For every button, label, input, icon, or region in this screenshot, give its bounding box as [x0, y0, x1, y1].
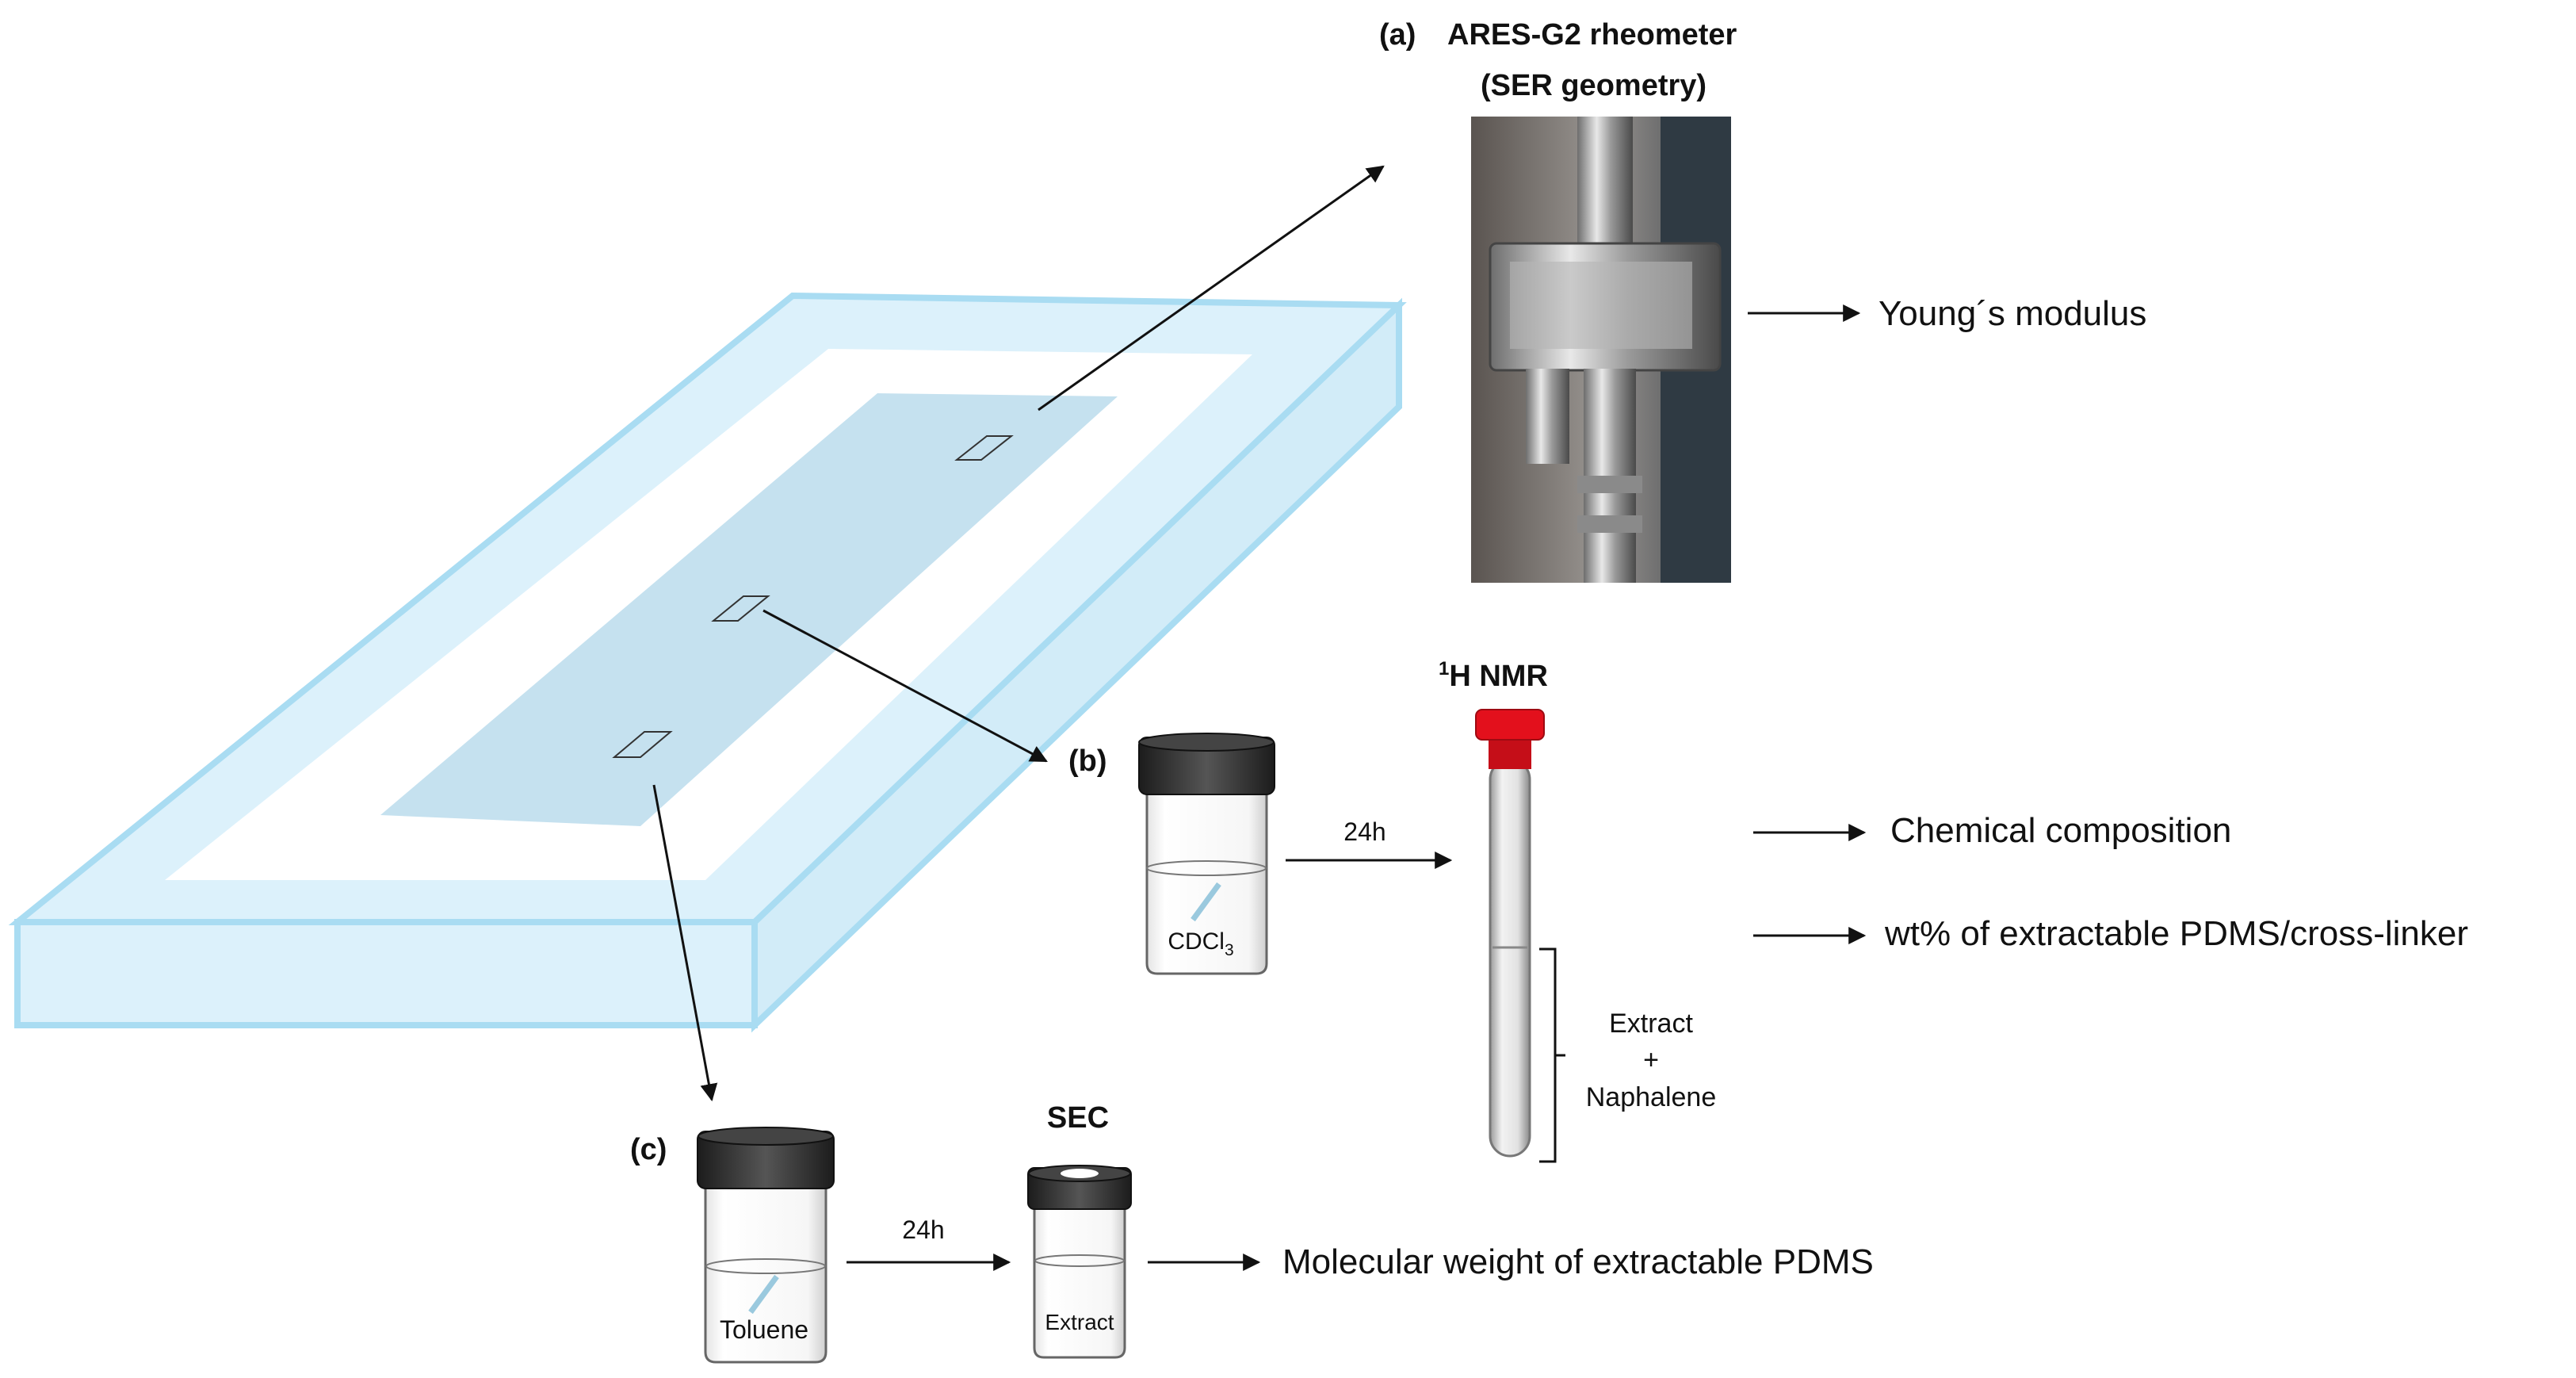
sec-title: SEC — [1047, 1101, 1109, 1135]
arrow-to-toluene-vial — [652, 784, 718, 1102]
nmr-time-label: 24h — [1343, 817, 1385, 846]
arrow-to-rheometer — [1038, 165, 1385, 411]
chemical-composition-label: Chemical composition — [1890, 811, 2231, 850]
youngs-modulus-label: Young´s modulus — [1878, 294, 2146, 333]
panel-b-tag: (b) — [1068, 745, 1107, 778]
extract-bracket — [1539, 947, 1557, 1163]
nmr-tube — [1475, 709, 1545, 1158]
molecular-weight-label: Molecular weight of extractable PDMS — [1282, 1242, 1874, 1281]
sample-cut-bottom — [612, 731, 673, 758]
toluene-label: Toluene — [720, 1315, 808, 1344]
nmr-tube-cap — [1489, 737, 1531, 769]
sec-time-label: 24h — [902, 1215, 944, 1244]
sec-vial: Extract — [1027, 1165, 1132, 1359]
panel-c-tag: (c) — [630, 1133, 667, 1166]
sample-cut-top — [954, 435, 1014, 461]
tube-label-plus: + — [1643, 1045, 1659, 1075]
mold — [8, 292, 1407, 1033]
mold-front-face — [14, 919, 758, 1028]
nmr-title: 1H NMR — [1439, 658, 1548, 693]
wt-extractable-label: wt% of extractable PDMS/cross-linker — [1884, 914, 2468, 953]
polymer-film — [380, 393, 1118, 826]
tube-label-extract: Extract — [1609, 1009, 1693, 1039]
arrow-to-nmr-vial — [762, 609, 1048, 763]
rheometer-title: ARES-G2 rheometer — [1447, 18, 1737, 52]
rheometer-photo — [1471, 117, 1731, 583]
tube-label-naphalene: Naphalene — [1586, 1082, 1716, 1112]
cdcl3-vial: CDCl3 — [1138, 733, 1275, 975]
cdcl3-label: CDCl3 — [1168, 928, 1233, 959]
toluene-vial: Toluene — [697, 1127, 835, 1364]
sec-extract-label: Extract — [1045, 1310, 1114, 1334]
panel-a-tag: (a) — [1379, 18, 1416, 52]
sample-cut-middle — [711, 595, 770, 622]
rheometer-subtitle: (SER geometry) — [1481, 69, 1707, 102]
